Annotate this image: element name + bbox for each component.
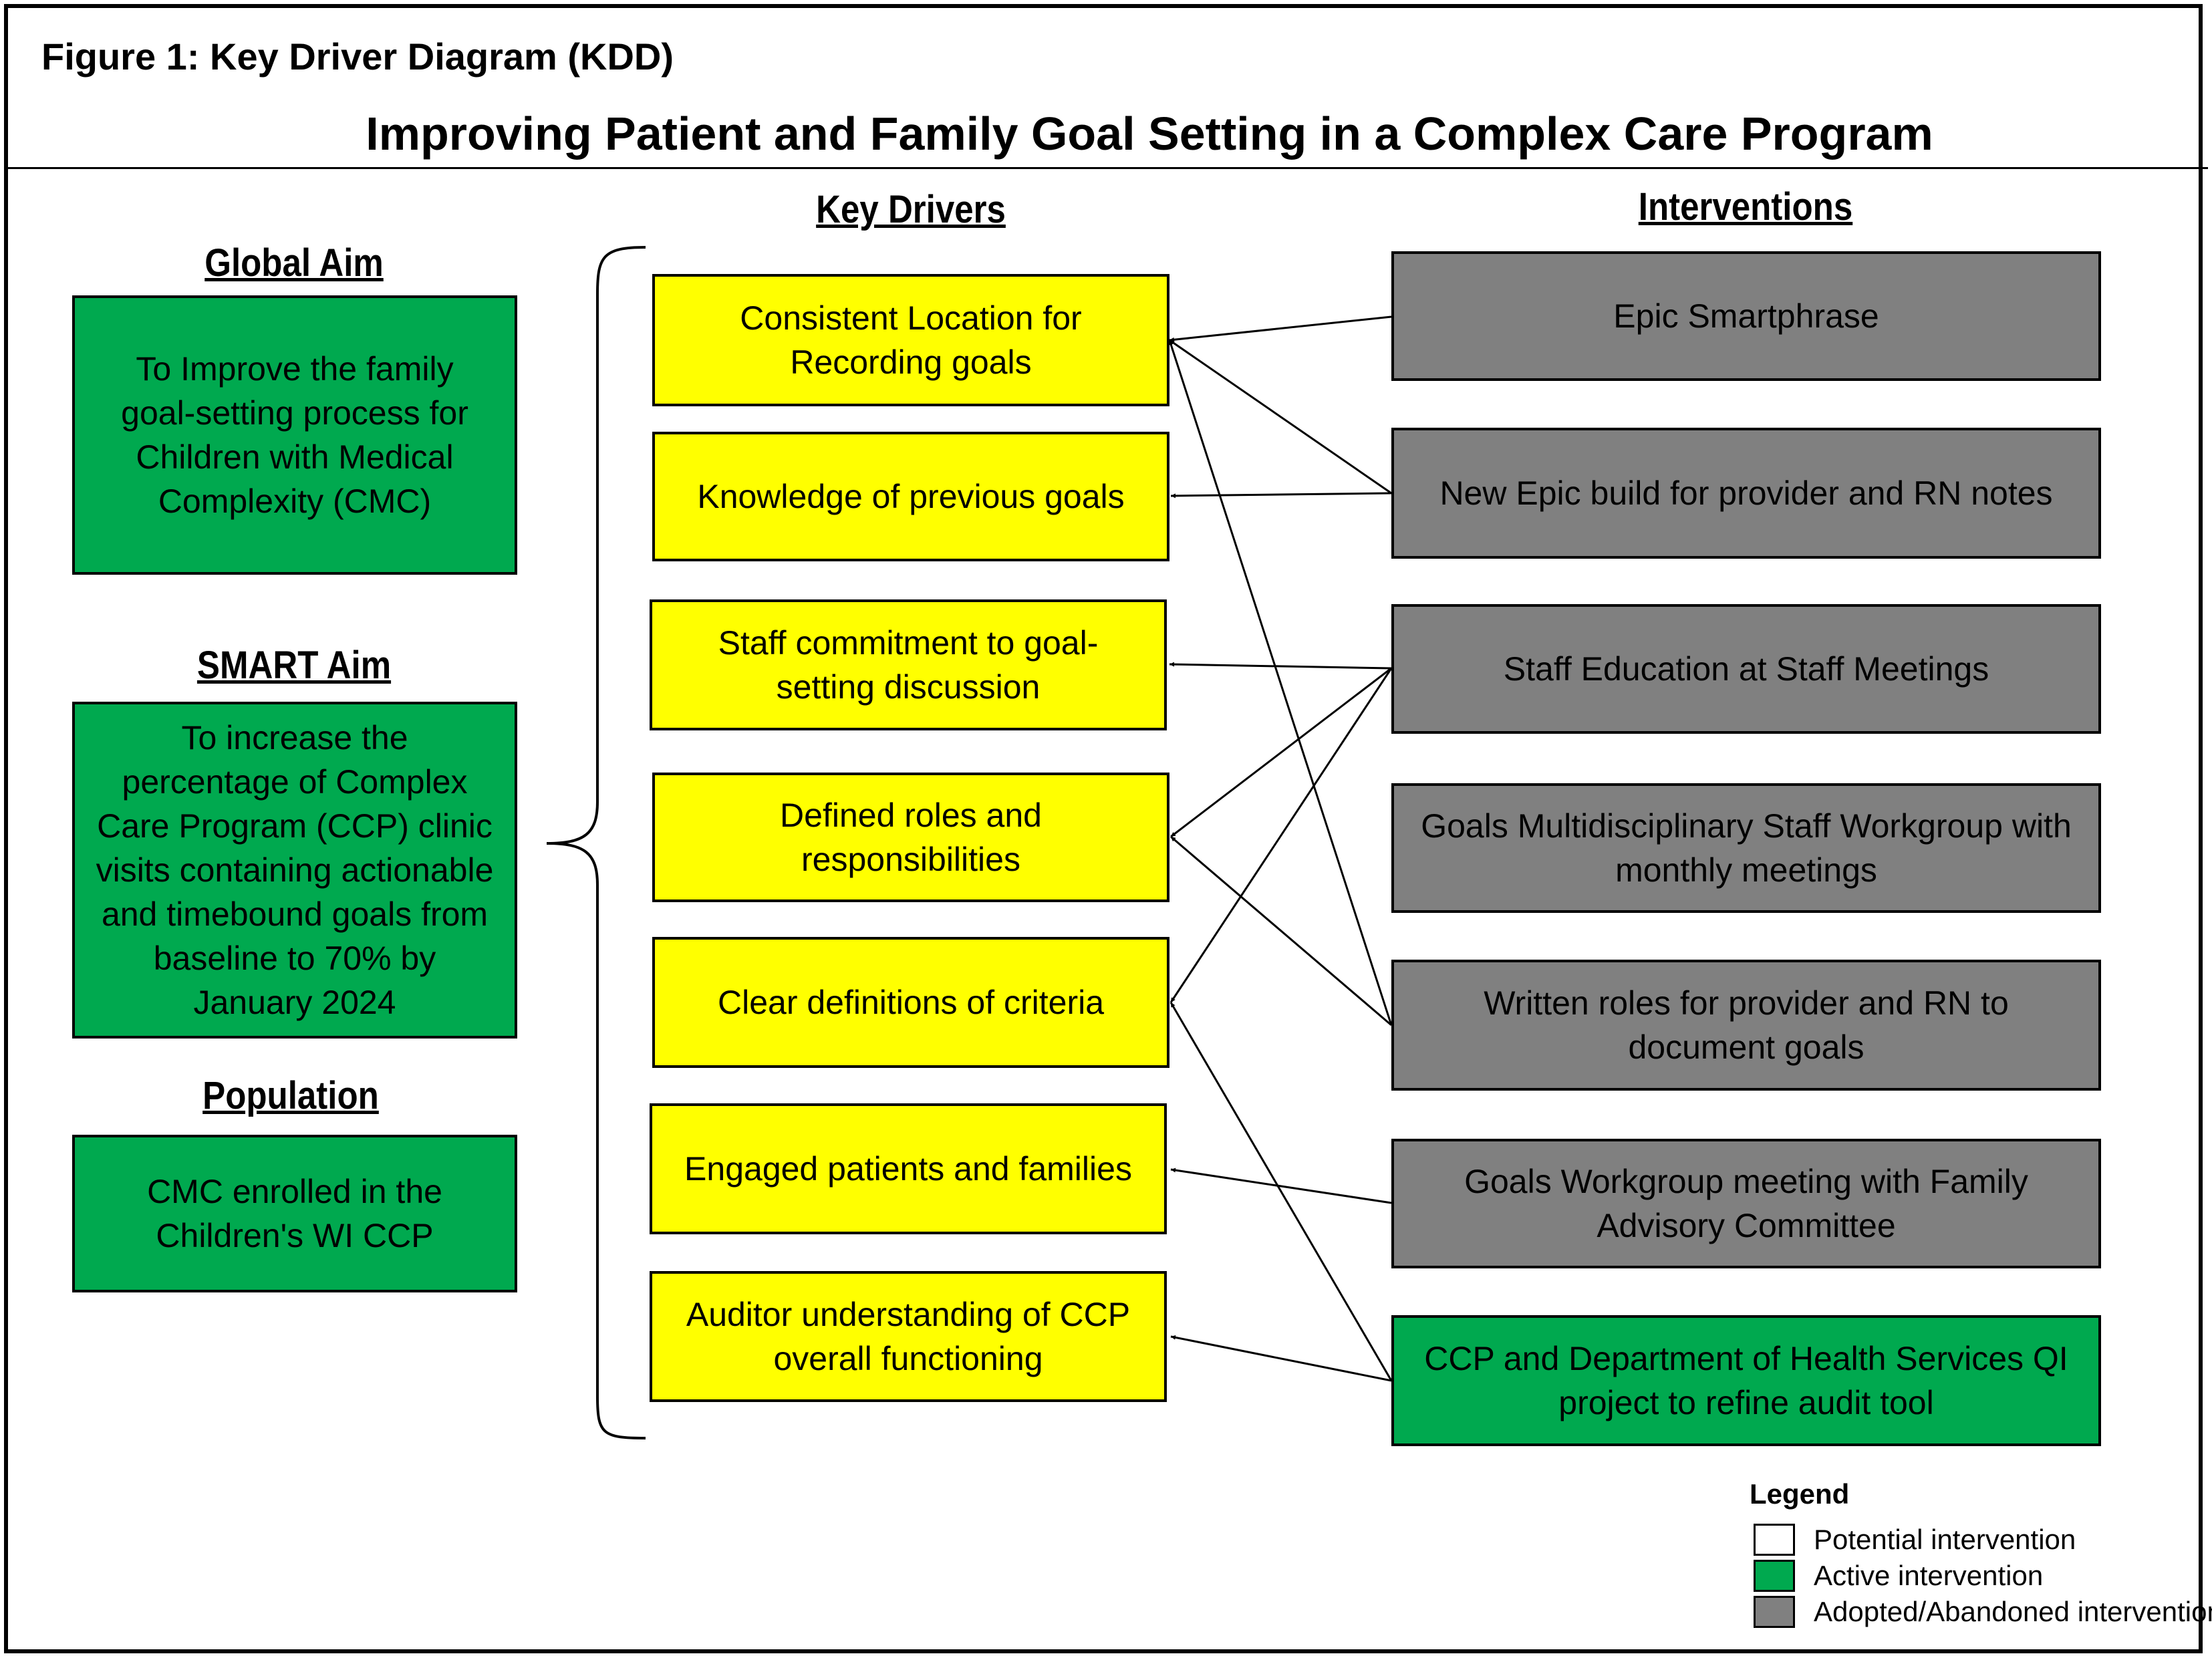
driver-box: Auditor understanding of CCP overall fun… xyxy=(650,1271,1167,1402)
grouping-brace xyxy=(546,246,646,1439)
intervention-label: Goals Multidisciplinary Staff Workgroup … xyxy=(1421,807,2072,889)
global-aim-text: To Improve the family goal-setting proce… xyxy=(121,350,468,520)
connector-arrow xyxy=(1170,667,1392,838)
connector-arrow xyxy=(1169,662,1392,670)
population-text: CMC enrolled in the Children's WI CCP xyxy=(147,1173,442,1254)
legend-label-adopted: Adopted/Abandoned intervention xyxy=(1814,1596,2212,1627)
intervention-box: Staff Education at Staff Meetings xyxy=(1391,604,2101,734)
intervention-box: Goals Multidisciplinary Staff Workgroup … xyxy=(1391,783,2101,913)
intervention-box-active: CCP and Department of Health Services QI… xyxy=(1391,1315,2101,1446)
driver-label: Knowledge of previous goals xyxy=(697,478,1125,515)
connector-arrow xyxy=(1170,492,1392,499)
connector-arrow xyxy=(1170,1335,1392,1382)
connector-arrow xyxy=(1168,339,1393,1026)
figure-label: Figure 1: Key Driver Diagram (KDD) xyxy=(41,35,674,78)
smart-aim-heading: SMART Aim xyxy=(196,644,392,687)
diagram-title: Improving Patient and Family Goal Settin… xyxy=(366,108,1933,160)
connector-arrow xyxy=(1169,668,1393,1003)
connector-arrow xyxy=(1169,315,1392,342)
intervention-label: New Epic build for provider and RN notes xyxy=(1439,474,2053,512)
global-aim-box: To Improve the family goal-setting proce… xyxy=(72,295,517,575)
legend-label-potential: Potential intervention xyxy=(1814,1524,2076,1555)
interventions-heading: Interventions xyxy=(1638,185,1853,229)
key-drivers-heading: Key Drivers xyxy=(816,188,1006,231)
driver-box: Engaged patients and families xyxy=(650,1103,1167,1234)
intervention-label: Staff Education at Staff Meetings xyxy=(1503,650,1989,688)
intervention-box: Goals Workgroup meeting with Family Advi… xyxy=(1391,1139,2101,1268)
population-box: CMC enrolled in the Children's WI CCP xyxy=(72,1135,517,1292)
connector-arrow xyxy=(1169,339,1392,495)
intervention-box: Epic Smartphrase xyxy=(1391,251,2101,381)
population-heading: Population xyxy=(202,1074,379,1117)
driver-label: Staff commitment to goal-setting discuss… xyxy=(718,624,1099,706)
driver-box: Staff commitment to goal-setting discuss… xyxy=(650,599,1167,730)
figure-frame xyxy=(4,4,2203,1653)
driver-box: Clear definitions of criteria xyxy=(652,937,1169,1068)
driver-label: Auditor understanding of CCP overall fun… xyxy=(686,1296,1131,1377)
legend-title: Legend xyxy=(1750,1478,1850,1510)
legend-swatch-active xyxy=(1754,1560,1795,1592)
link-group xyxy=(1168,315,1393,1382)
intervention-label: CCP and Department of Health Services QI… xyxy=(1424,1340,2068,1421)
connector-arrow xyxy=(1169,1002,1393,1381)
intervention-label: Written roles for provider and RN to doc… xyxy=(1484,984,2009,1066)
connector-arrow xyxy=(1170,1167,1392,1204)
legend-swatch-adopted xyxy=(1754,1596,1795,1628)
intervention-box: New Epic build for provider and RN notes xyxy=(1391,428,2101,559)
title-divider xyxy=(4,167,2208,169)
smart-aim-text: To increase the percentage of Complex Ca… xyxy=(96,719,494,1021)
connector-arrow xyxy=(1170,835,1392,1026)
driver-label: Clear definitions of criteria xyxy=(717,984,1105,1021)
legend-swatch-potential xyxy=(1754,1524,1795,1556)
driver-label: Consistent Location for Recording goals xyxy=(740,299,1082,381)
driver-label: Defined roles and responsibilities xyxy=(780,797,1042,878)
smart-aim-box: To increase the percentage of Complex Ca… xyxy=(72,702,517,1039)
intervention-label: Goals Workgroup meeting with Family Advi… xyxy=(1464,1163,2028,1244)
driver-label: Engaged patients and families xyxy=(684,1150,1132,1188)
legend-label-active: Active intervention xyxy=(1814,1560,2044,1591)
intervention-box: Written roles for provider and RN to doc… xyxy=(1391,960,2101,1091)
driver-box: Defined roles and responsibilities xyxy=(652,773,1169,902)
global-aim-heading: Global Aim xyxy=(204,241,384,285)
driver-box: Consistent Location for Recording goals xyxy=(652,274,1169,406)
driver-box: Knowledge of previous goals xyxy=(652,432,1169,561)
intervention-label: Epic Smartphrase xyxy=(1613,297,1879,335)
